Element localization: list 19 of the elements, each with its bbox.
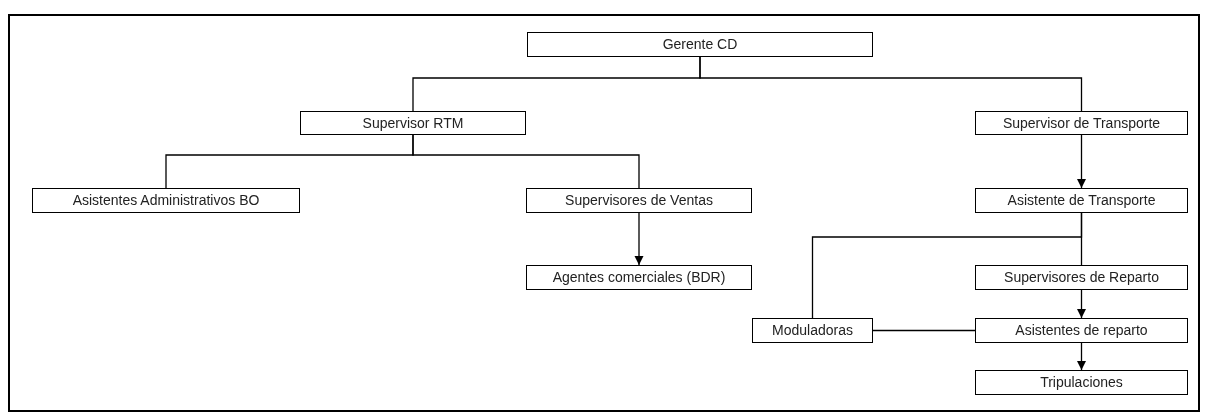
- org-box: Supervisores de Ventas: [526, 188, 752, 213]
- arrow: [1076, 342, 1087, 371]
- org-box: Tripulaciones: [975, 370, 1188, 395]
- arrow: [634, 212, 644, 266]
- org-box: Supervisor RTM: [300, 111, 526, 135]
- connector-line: [811, 212, 1083, 319]
- org-box: Moduladoras: [752, 318, 873, 343]
- arrow: [1076, 134, 1087, 189]
- connector-line: [412, 134, 640, 189]
- org-box: Supervisor de Transporte: [975, 111, 1188, 135]
- connector-line: [699, 56, 1083, 112]
- org-box: Supervisores de Reparto: [975, 265, 1188, 290]
- org-box: Asistentes Administrativos BO: [32, 188, 300, 213]
- org-box: Asistente de Transporte: [975, 188, 1188, 213]
- org-box: Agentes comerciales (BDR): [526, 265, 752, 290]
- org-box: Asistentes de reparto: [975, 318, 1188, 343]
- connector-line: [872, 329, 976, 332]
- arrow: [1076, 289, 1087, 319]
- org-box: Gerente CD: [527, 32, 873, 57]
